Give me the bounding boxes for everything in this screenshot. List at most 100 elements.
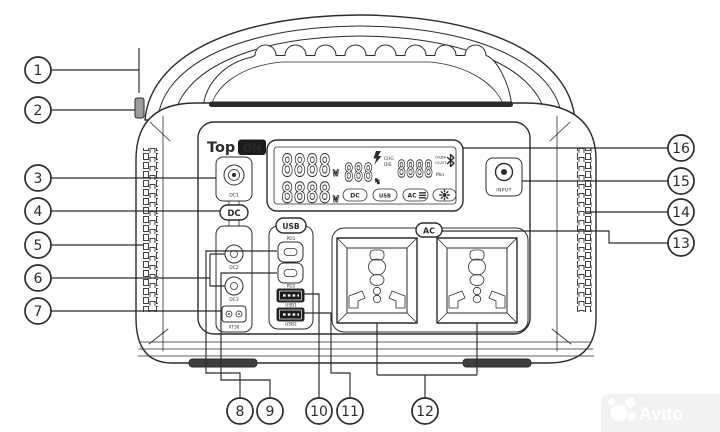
- outlet-2-pin-hole-2: [472, 294, 482, 304]
- dc-connector-stubs: [228, 200, 240, 227]
- lcd-ac-mode-label: AC: [407, 193, 417, 200]
- right-vent-grille: [577, 148, 592, 312]
- outlet-2-top-slot: [469, 249, 485, 261]
- outlet-1-round-hole-1: [368, 258, 386, 276]
- dc-section: DC1 DC DC2 DC3 XT30: [215, 156, 253, 333]
- usbc-slot-pd2: [283, 269, 298, 277]
- callout-2: 2: [24, 96, 52, 124]
- lcd-display: 8888 W 888 % CHG DIS 8888 OV/BV OC/OT Mi…: [266, 139, 464, 212]
- callout-3-number: 3: [34, 171, 43, 187]
- lcd-warning-line1: OV/BV: [435, 156, 447, 160]
- callout-7: 7: [24, 297, 52, 325]
- corner-light-tab: [134, 97, 145, 119]
- xt30-contact-2: [235, 310, 243, 318]
- callout-11-number: 11: [341, 404, 359, 420]
- sun-core: [442, 193, 447, 197]
- light-sun-icon: [439, 189, 450, 201]
- outlet-1-left-slot: [348, 290, 366, 309]
- pd1-label: PD1: [287, 236, 296, 242]
- ac-section: AC: [331, 222, 529, 333]
- callout-6: 6: [24, 264, 52, 292]
- watermark-text: Avito: [639, 404, 683, 424]
- lcd-time-digits: 8888: [397, 157, 433, 183]
- leader-6: [51, 253, 225, 287]
- outlet-1-pin-hole-2: [372, 294, 382, 304]
- callout-1: 1: [24, 56, 52, 84]
- xt30-contact-2-pin: [238, 313, 240, 315]
- lcd-power-in-unit: W: [333, 169, 339, 179]
- outlet-2-right-slot: [488, 290, 506, 309]
- lcd-chg-label: CHG: [384, 156, 394, 162]
- dc1-jack-pin: [232, 173, 236, 177]
- lcd-power-out-unit: W: [333, 195, 339, 205]
- sun-rays: [439, 189, 450, 201]
- avito-logo-icon: [607, 397, 637, 422]
- callout-5-number: 5: [34, 238, 43, 254]
- handle-inner-curves: [157, 25, 563, 119]
- callout-12: 12: [411, 397, 439, 425]
- usba-port-1-tongue: [279, 290, 302, 301]
- outlet-1-bevels: [336, 237, 418, 324]
- lcd-ac-mode-badge: [402, 188, 429, 202]
- usbc-port-pd2: [277, 262, 304, 284]
- usbc-port-pd1: [277, 241, 304, 263]
- input-section: INPUT: [485, 157, 523, 197]
- leader-10: [304, 293, 320, 398]
- charging-bolt-icon: [373, 151, 382, 165]
- callout-1-number: 1: [34, 63, 43, 79]
- callout-5: 5: [24, 231, 52, 259]
- usb1-label: USB1: [285, 303, 297, 309]
- usba-port-2: [276, 307, 305, 322]
- leader-8: [205, 250, 277, 398]
- xt30-connector: [221, 305, 247, 323]
- dc1-panel: [215, 156, 253, 202]
- callout-15-number: 15: [672, 174, 690, 190]
- outlet-2-pin-hole-1: [472, 286, 482, 296]
- callout-9-number: 9: [266, 404, 275, 420]
- left-foot: [188, 358, 258, 368]
- input-power-icon: [494, 162, 514, 182]
- dc3-jack-pin: [230, 282, 238, 290]
- ac-group-label: AC: [423, 227, 435, 236]
- callout-7-number: 7: [34, 304, 43, 320]
- lcd-usb-mode-label: USB: [379, 193, 391, 199]
- outlet-1-pin-hole-1: [372, 286, 382, 296]
- dc3-label: DC3: [229, 297, 239, 303]
- lcd-warning-line2: OC/OT: [435, 161, 447, 165]
- callout-15: 15: [667, 167, 695, 195]
- lcd-light-badge: [432, 188, 457, 202]
- xt30-label: XT30: [229, 325, 240, 330]
- handle-opening: [202, 44, 513, 109]
- xt30-contact-1-pin: [228, 313, 230, 315]
- ac-outlet-2: [436, 237, 518, 324]
- usb-section: USB PD1 PD2 USB1 USB2: [268, 217, 314, 330]
- outlet-2-round-hole-1: [468, 258, 486, 276]
- outlet-1-right-slot: [388, 290, 406, 309]
- lcd-dc-mode-badge: [342, 188, 368, 202]
- callout-14: 14: [667, 198, 695, 226]
- dc1-jack-ring: [228, 169, 240, 181]
- avito-watermark: Avito: [601, 394, 720, 432]
- lcd-battery-digits: 888: [344, 158, 373, 187]
- outlet-1-round-hole-2: [369, 274, 385, 286]
- callout-16-number: 16: [672, 141, 690, 157]
- leader-12: [376, 323, 478, 398]
- carry-handle: [144, 14, 576, 121]
- leader-9: [220, 272, 277, 398]
- body-seam-lines: [137, 115, 595, 357]
- usb-group-pill: [275, 217, 307, 234]
- lcd-dis-label: DIS: [384, 162, 392, 168]
- callout-3: 3: [24, 164, 52, 192]
- outlet-2-recess: [446, 247, 508, 314]
- input-power-icon-dot: [501, 169, 507, 175]
- right-foot: [462, 358, 532, 368]
- lcd-screen: [273, 146, 457, 205]
- callout-9: 9: [256, 397, 284, 425]
- lcd-battery-unit: %: [375, 177, 380, 186]
- callout-13-number: 13: [672, 236, 690, 252]
- input-button: [485, 157, 523, 197]
- handle-underside-bar: [209, 101, 513, 107]
- dc1-label: DC1: [229, 193, 239, 199]
- brand-logo: Top ON: [207, 139, 266, 156]
